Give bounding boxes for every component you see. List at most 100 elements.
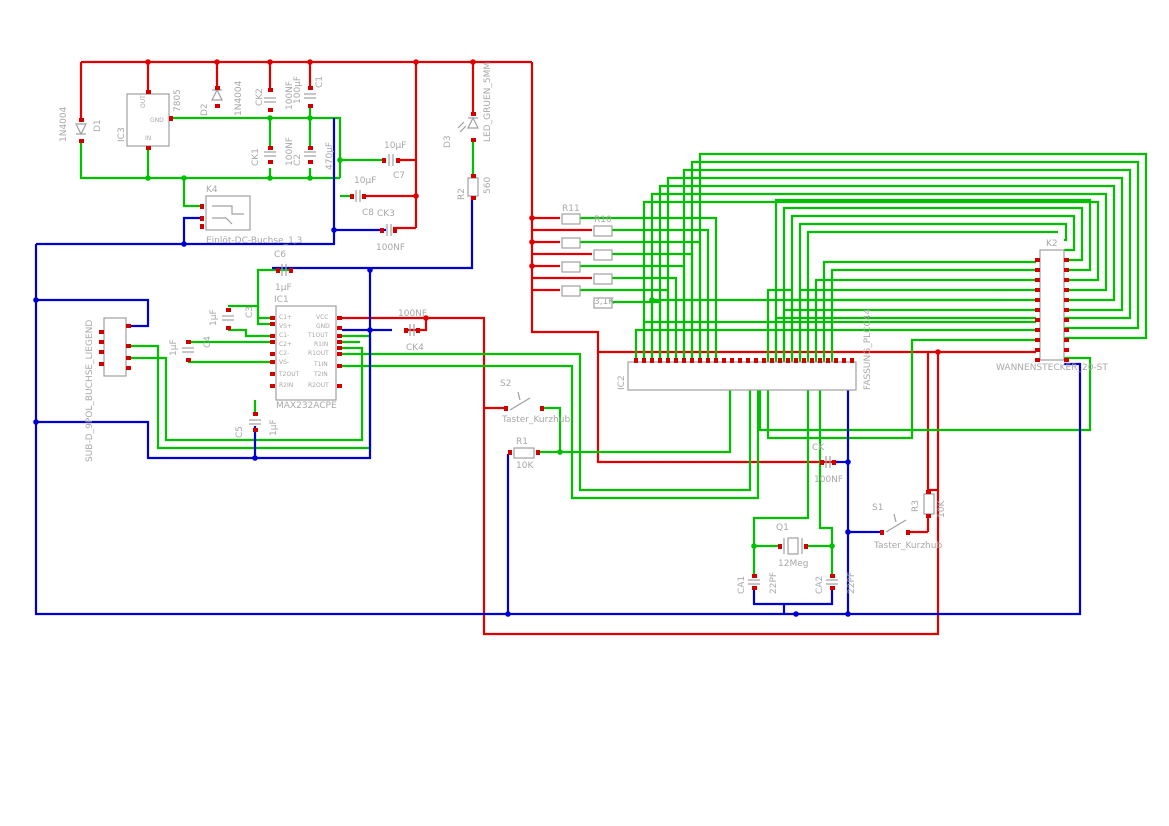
ic2-pad: [786, 358, 790, 363]
ic2-value: FASSUNG_PLCC44: [863, 309, 873, 390]
capacitor-ck2: CK2 100NF: [255, 81, 295, 112]
capacitor-c4: C4 1µF: [169, 336, 213, 362]
k2-pad: [1035, 358, 1040, 362]
c7-name: C7: [393, 171, 405, 181]
ic2-pad: [674, 358, 678, 363]
c4-name: C4: [203, 336, 213, 348]
diode-d1: D1 1N4004: [59, 106, 103, 143]
ic2-pad: [714, 358, 718, 363]
ic2-pad: [642, 358, 646, 363]
ic3-name: IC3: [117, 127, 127, 142]
ic1-pin: C2+: [279, 341, 292, 348]
ic2-pad: [802, 358, 806, 363]
ic1-left-pins: C1+ VS+ C1- C2+ C2- VS- T2OUT R2IN: [278, 314, 300, 389]
s2-value: Taster_Kurzhub: [501, 415, 570, 425]
ic3-value: 7805: [173, 89, 183, 112]
ca2-value: 22PF: [847, 572, 857, 594]
capacitor-c3: C3 1µF: [209, 306, 255, 330]
ic1-pin: C2-: [279, 350, 289, 357]
k2-pad: [1035, 268, 1040, 272]
ic1-pin: VS-: [279, 359, 289, 366]
signal-nets: [79, 108, 1148, 578]
ic2-pad: [850, 358, 854, 363]
k2-pad: [1064, 288, 1069, 292]
ic2-pad: [818, 358, 822, 363]
ic-plcc44-ic2: IC2 FASSUNG_PLCC44: [617, 309, 873, 391]
k2-pad: [1064, 348, 1069, 352]
c2-value: 470µF: [325, 142, 335, 170]
ic2-pad: [794, 358, 798, 363]
r3-name: R3: [911, 500, 921, 512]
ic2-pad: [778, 358, 782, 363]
ic1-pin: R2OUT: [308, 382, 329, 389]
ic2-pad: [722, 358, 726, 363]
switch-s1: S1 Taster_Kurzhub: [866, 503, 942, 551]
c8-name: C8: [362, 208, 374, 218]
ic2-pad: [754, 358, 758, 363]
c6-value: 1µF: [275, 283, 292, 293]
ic2-pins: [634, 358, 854, 363]
r1-value: 10K: [516, 461, 534, 471]
ic1-pin: R2IN: [279, 382, 293, 389]
led-d3: D3 LED_GRUEN_5MM: [443, 62, 493, 148]
d2-value: 1N4004: [234, 80, 244, 116]
ic2-pad: [706, 358, 710, 363]
ck2-name: CK2: [255, 88, 265, 106]
r11-name: R11: [562, 204, 580, 214]
k4-name: K4: [206, 185, 218, 195]
ic2-pad: [738, 358, 742, 363]
ic1-pin: VS+: [279, 323, 292, 330]
ck1-value: 100NF: [285, 137, 295, 166]
regulator-ic3: OUT GND IN IC3 7805: [117, 89, 183, 150]
q1-value: 12Meg: [778, 559, 808, 569]
ck2-value: 100NF: [285, 81, 295, 110]
capacitor-ca1: CA1 22PF: [737, 572, 779, 594]
k2-pad: [1064, 358, 1069, 362]
capacitor-ck1: CK1 100NF: [251, 137, 295, 166]
header-k2: K2 WANNENSTECKER_20-ST: [996, 239, 1108, 373]
k2-pad: [1064, 258, 1069, 262]
c5-value: 1µF: [269, 419, 279, 436]
ground-nets: [34, 118, 1082, 616]
ca1-value: 22PF: [769, 572, 779, 594]
k2-pad: [1064, 308, 1069, 312]
s1-name: S1: [872, 503, 883, 513]
ck1-name: CK1: [251, 148, 261, 166]
r2-value: 560: [483, 177, 493, 194]
crystal-q1: Q1 12Meg: [776, 523, 808, 569]
capacitor-c7: 10µF C7: [382, 141, 416, 181]
c3-name: C3: [245, 306, 255, 318]
k2-pad: [1064, 268, 1069, 272]
k2-pad: [1064, 298, 1069, 302]
k2-pad: [1035, 338, 1040, 342]
ic2-pad: [682, 358, 686, 363]
c1-value: 100µF: [293, 76, 303, 104]
k2-pins: [1035, 258, 1069, 362]
ic2-pad: [666, 358, 670, 363]
ic3-pin-in: IN: [145, 135, 151, 142]
k2-pad: [1035, 278, 1040, 282]
ic2-pad: [834, 358, 838, 363]
capacitor-c6: C6 1µF: [274, 250, 293, 293]
k2-pad: [1035, 298, 1040, 302]
ic2-pad: [762, 358, 766, 363]
k2-pad: [1064, 318, 1069, 322]
r2-name: R2: [457, 188, 467, 200]
resistor-r1: R1 10K: [508, 437, 560, 471]
d2-name: D2: [200, 103, 210, 116]
k2-pad: [1035, 348, 1040, 352]
ic1-pin: T2OUT: [278, 371, 300, 378]
c5-name: C5: [235, 426, 245, 438]
ic1-right-pins: VCC GND T1OUT R1IN R1OUT T1IN T2IN R2OUT: [307, 314, 330, 389]
k2-pad: [1064, 328, 1069, 332]
capacitor-ck4: 100NF CK4: [398, 309, 427, 353]
ic1-pin: GND: [316, 323, 330, 330]
c7-value: 10µF: [384, 141, 406, 151]
k2-pad: [1035, 308, 1040, 312]
ic1-pin: T2IN: [313, 371, 328, 378]
k2-pad: [1064, 338, 1069, 342]
ic3-pin-out: OUT: [140, 95, 147, 108]
ca1-name: CA1: [737, 576, 747, 594]
ic1-pin: C1+: [279, 314, 292, 321]
q1-name: Q1: [776, 523, 789, 533]
